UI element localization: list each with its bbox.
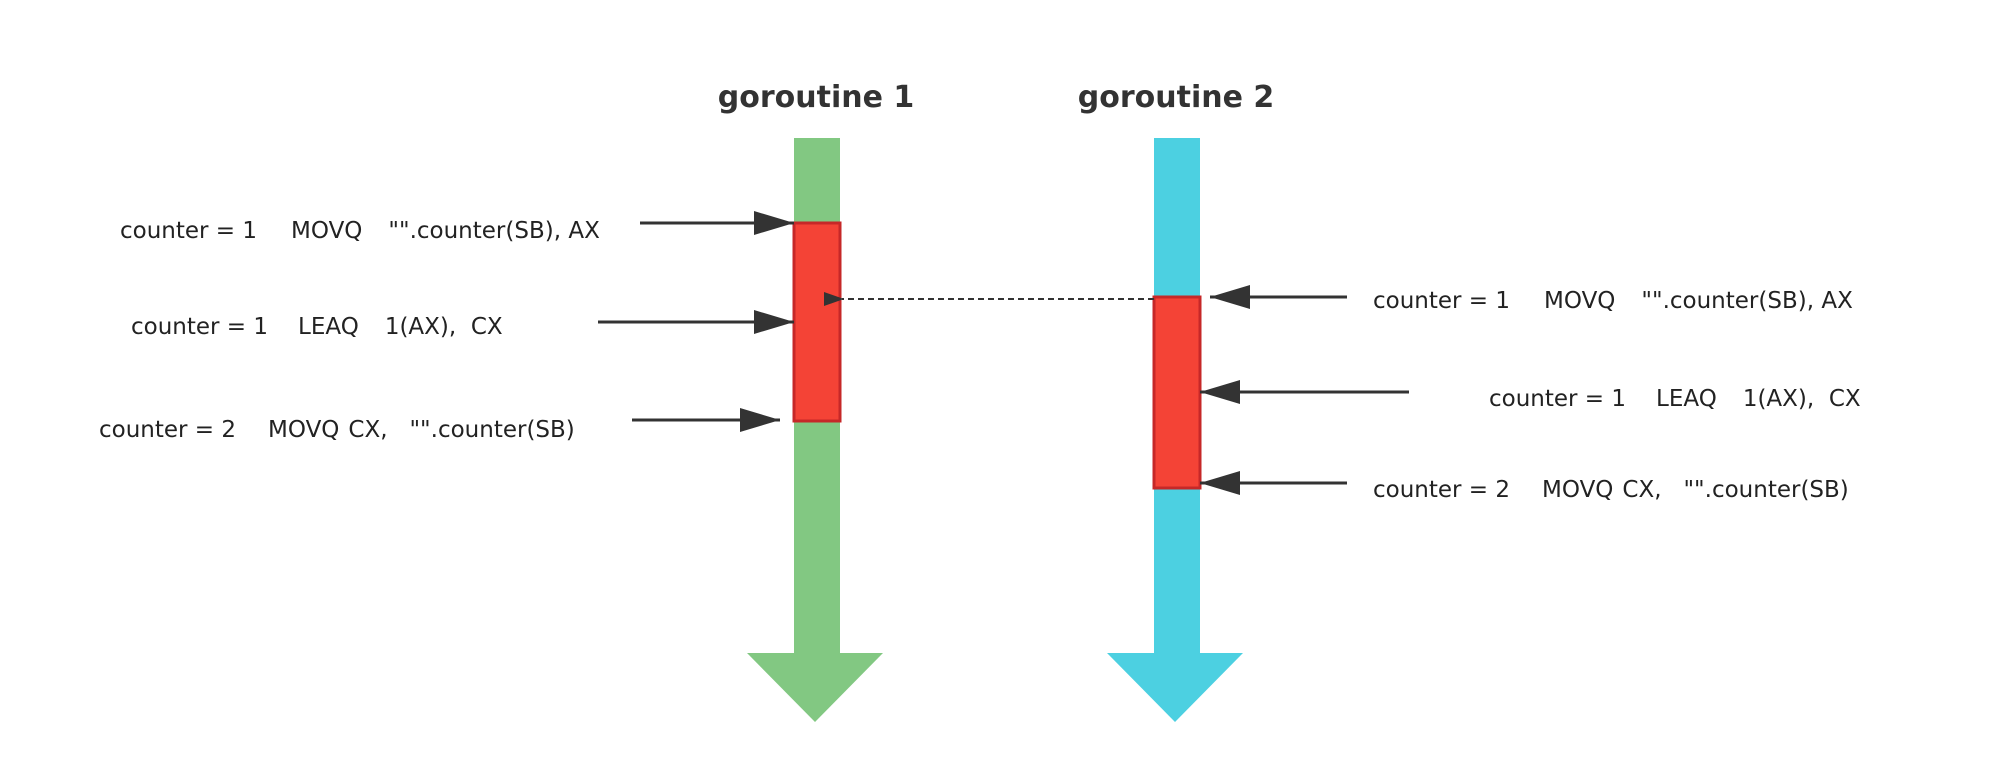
goroutine-1-step-2: counter = 1 LEAQ 1(AX), CX: [131, 310, 794, 340]
goroutine-1-arrowhead: [747, 653, 883, 722]
goroutine-1-critical-section: [792, 221, 842, 423]
goroutine-2-step-1: counter = 1 MOVQ "".counter(SB), AX: [1210, 285, 1853, 314]
goroutine-1-timeline: [747, 138, 883, 722]
opcode: LEAQ: [1656, 386, 1717, 412]
counter-state: counter = 1: [120, 218, 257, 244]
goroutine-1-title: goroutine 1: [718, 80, 915, 115]
goroutine-2-arrowhead: [1107, 653, 1243, 722]
goroutine-1-step-1: counter = 1 MOVQ "".counter(SB), AX: [120, 211, 794, 244]
step-instruction: counter = 1 LEAQ 1(AX), CX: [1489, 386, 1861, 412]
operands: CX, "".counter(SB): [348, 417, 574, 443]
opcode: MOVQ: [1544, 288, 1615, 314]
counter-state: counter = 1: [1373, 288, 1510, 314]
goroutine-2-step-2: counter = 1 LEAQ 1(AX), CX: [1200, 380, 1861, 412]
step-instruction: counter = 1 LEAQ 1(AX), CX: [131, 314, 503, 340]
counter-state: counter = 2: [1373, 477, 1510, 503]
operands: "".counter(SB), AX: [1641, 288, 1853, 314]
operands: 1(AX), CX: [1743, 386, 1861, 412]
goroutine-2-title: goroutine 2: [1078, 80, 1275, 115]
operands: "".counter(SB), AX: [388, 218, 600, 244]
goroutine-2-critical-section: [1152, 295, 1202, 490]
goroutine-2-step-3: counter = 2 MOVQ CX, "".counter(SB): [1200, 471, 1849, 503]
opcode: MOVQ: [268, 417, 339, 443]
step-instruction: counter = 2 MOVQ CX, "".counter(SB): [1373, 477, 1849, 503]
goroutine-2-timeline: [1107, 138, 1243, 722]
step-instruction: counter = 1 MOVQ "".counter(SB), AX: [120, 218, 600, 244]
step-instruction: counter = 1 MOVQ "".counter(SB), AX: [1373, 288, 1853, 314]
counter-state: counter = 1: [131, 314, 268, 340]
goroutine-1-step-3: counter = 2 MOVQ CX, "".counter(SB): [99, 408, 780, 443]
operands: 1(AX), CX: [385, 314, 503, 340]
opcode: MOVQ: [1542, 477, 1613, 503]
counter-state: counter = 1: [1489, 386, 1626, 412]
opcode: MOVQ: [291, 218, 362, 244]
operands: CX, "".counter(SB): [1622, 477, 1848, 503]
counter-state: counter = 2: [99, 417, 236, 443]
opcode: LEAQ: [298, 314, 359, 340]
step-instruction: counter = 2 MOVQ CX, "".counter(SB): [99, 417, 575, 443]
